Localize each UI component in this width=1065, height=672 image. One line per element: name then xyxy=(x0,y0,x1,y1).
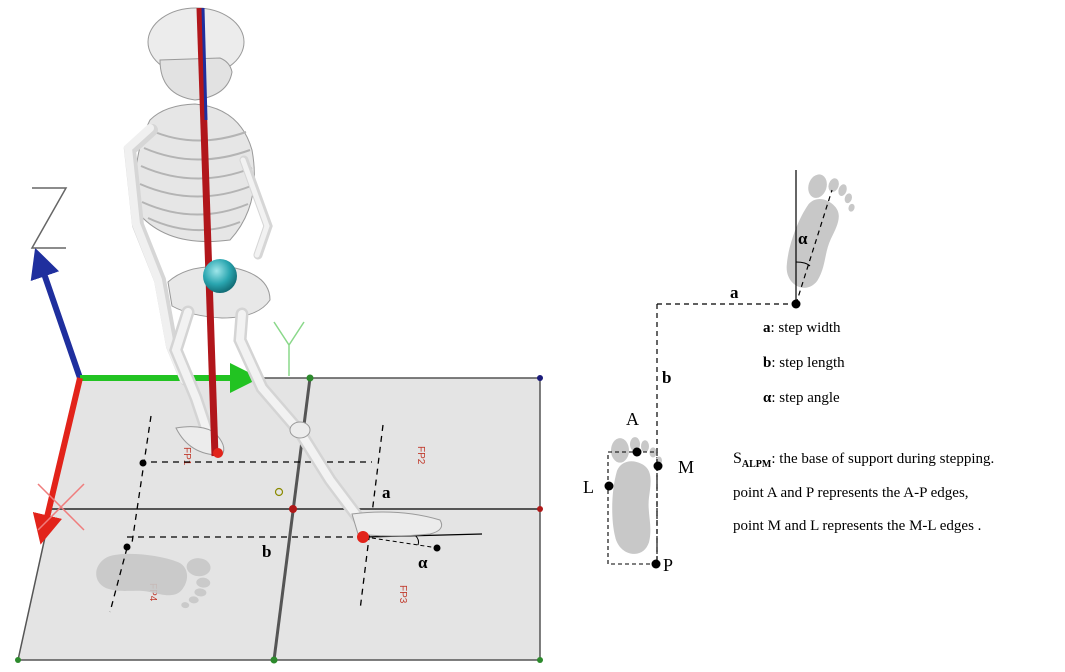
trunk-axis xyxy=(196,7,219,457)
point-label-m: M xyxy=(678,457,694,477)
diagram-label-a: a xyxy=(730,283,739,302)
head-axis xyxy=(201,7,208,121)
x-axis-letter xyxy=(37,483,85,531)
coordinate-axes xyxy=(30,187,305,545)
scene-label-alpha: α xyxy=(418,553,428,572)
plate-label-fp2: FP2 xyxy=(415,446,426,465)
marker-left-heel xyxy=(213,448,223,458)
step-diagram: α a b A M L P a: step width b: step leng… xyxy=(583,170,994,575)
skeleton-model xyxy=(123,7,443,537)
force-plate-floor xyxy=(15,374,543,664)
diagram-label-alpha: α xyxy=(798,229,808,248)
scene-label-b: b xyxy=(262,542,271,561)
scene-label-a: a xyxy=(382,483,391,502)
bos-definition: SALPM: the base of support during steppi… xyxy=(733,450,994,470)
point-label-l: L xyxy=(583,477,594,497)
z-axis-letter xyxy=(30,187,68,249)
marker-right-heel xyxy=(357,531,369,543)
plate-label-fp1: FP1 xyxy=(181,447,192,466)
legend-step-width: a: step width xyxy=(763,320,841,336)
bos-line-ml: point M and L represents the M-L edges . xyxy=(733,518,981,534)
diagram-label-b: b xyxy=(662,368,671,387)
legend-step-length: b: step length xyxy=(763,355,845,371)
point-label-a: A xyxy=(626,409,639,429)
bos-line-ap: point A and P represents the A-P edges, xyxy=(733,485,969,501)
point-label-p: P xyxy=(663,555,673,575)
footprint-upper xyxy=(777,171,862,296)
y-axis-letter xyxy=(273,321,305,376)
plate-label-fp3: FP3 xyxy=(397,585,408,604)
center-of-mass xyxy=(203,259,237,293)
legend-step-angle: α: step angle xyxy=(763,390,840,406)
